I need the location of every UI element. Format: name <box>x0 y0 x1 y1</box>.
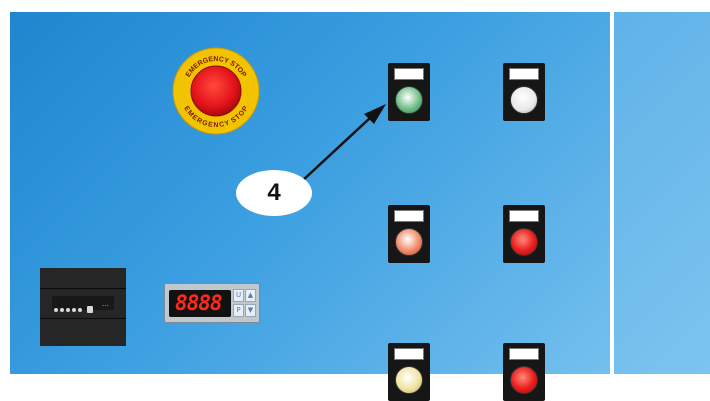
pilot-label-plate <box>509 348 539 360</box>
hour-counter: … <box>40 268 126 346</box>
pilot-light-green[interactable] <box>388 63 430 121</box>
pilot-label-plate <box>509 210 539 222</box>
hour-counter-divider <box>40 318 126 319</box>
pilot-label-plate <box>509 68 539 80</box>
digital-display-readout: 8888 <box>175 293 222 314</box>
control-panel-stage: EMERGENCY STOP EMERGENCY STOP <box>0 0 710 374</box>
hour-counter-divider <box>40 288 126 289</box>
hour-counter-suffix: … <box>102 301 109 308</box>
pilot-lens <box>395 86 423 114</box>
hour-counter-digits <box>54 299 98 307</box>
pilot-label-plate <box>394 210 424 222</box>
estop-cap <box>191 66 241 116</box>
digital-display: 8888 U ▲ P ▼ <box>164 283 260 323</box>
pilot-label-plate <box>394 348 424 360</box>
pilot-lens <box>510 86 538 114</box>
pilot-light-white[interactable] <box>503 63 545 121</box>
digital-display-buttons: U ▲ P ▼ <box>233 289 257 319</box>
callout-bubble: 4 <box>236 170 312 216</box>
pilot-light-red-2[interactable] <box>503 343 545 401</box>
pilot-light-red[interactable] <box>503 205 545 263</box>
pilot-lens <box>395 228 423 256</box>
arrow-down-icon[interactable]: ▼ <box>245 304 256 317</box>
emergency-stop-button[interactable]: EMERGENCY STOP EMERGENCY STOP <box>172 47 260 135</box>
pilot-lens <box>510 366 538 394</box>
pilot-lens <box>395 366 423 394</box>
callout-label: 4 <box>236 170 312 216</box>
display-key-u[interactable]: U <box>233 289 244 302</box>
pilot-light-orange[interactable] <box>388 205 430 263</box>
side-panel <box>614 12 710 374</box>
display-key-p[interactable]: P <box>233 304 244 317</box>
pilot-label-plate <box>394 68 424 80</box>
pilot-lens <box>510 228 538 256</box>
arrow-up-icon[interactable]: ▲ <box>245 289 256 302</box>
digital-display-screen: 8888 <box>169 290 231 317</box>
pilot-light-yellow[interactable] <box>388 343 430 401</box>
